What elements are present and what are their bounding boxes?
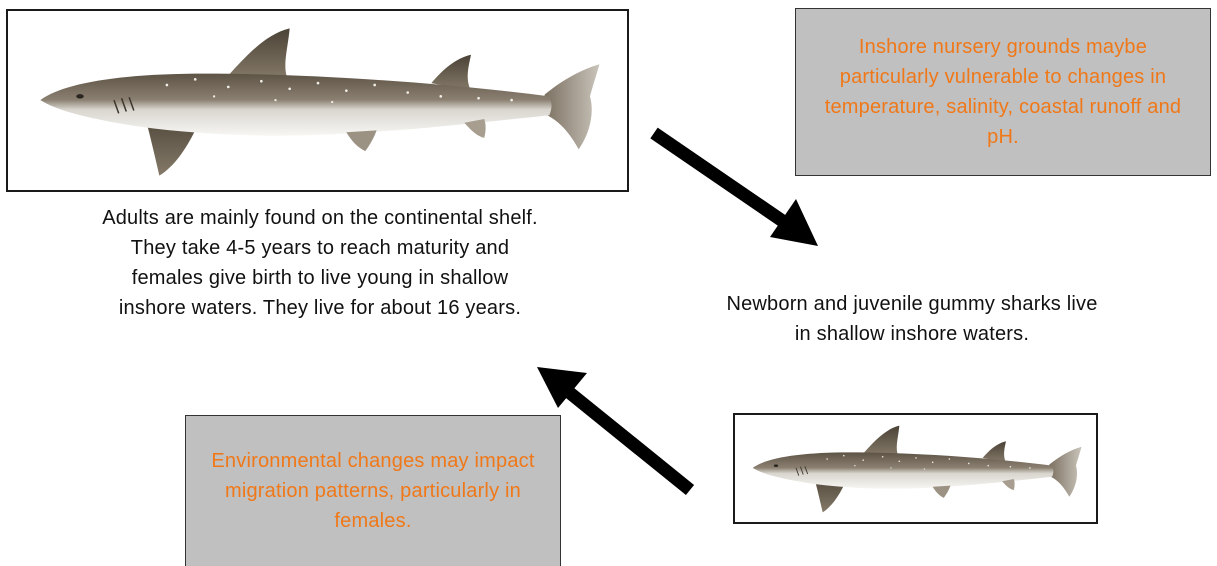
adult-caption: Adults are mainly found on the continent… — [100, 203, 540, 323]
adult-shark-illustration — [8, 11, 627, 190]
nursery-note-box: Inshore nursery grounds maybe particular… — [795, 8, 1211, 176]
juvenile-caption: Newborn and juvenile gummy sharks live i… — [722, 289, 1102, 349]
migration-note-box: Environmental changes may impact migrati… — [185, 415, 561, 566]
down-right-arrow-icon — [654, 133, 818, 246]
adult-shark-image-frame — [6, 9, 629, 192]
juvenile-shark-image-frame — [733, 413, 1098, 524]
migration-note-text: Environmental changes may impact migrati… — [203, 446, 543, 536]
nursery-note-text: Inshore nursery grounds maybe particular… — [813, 32, 1193, 152]
juvenile-shark-illustration — [735, 415, 1096, 522]
